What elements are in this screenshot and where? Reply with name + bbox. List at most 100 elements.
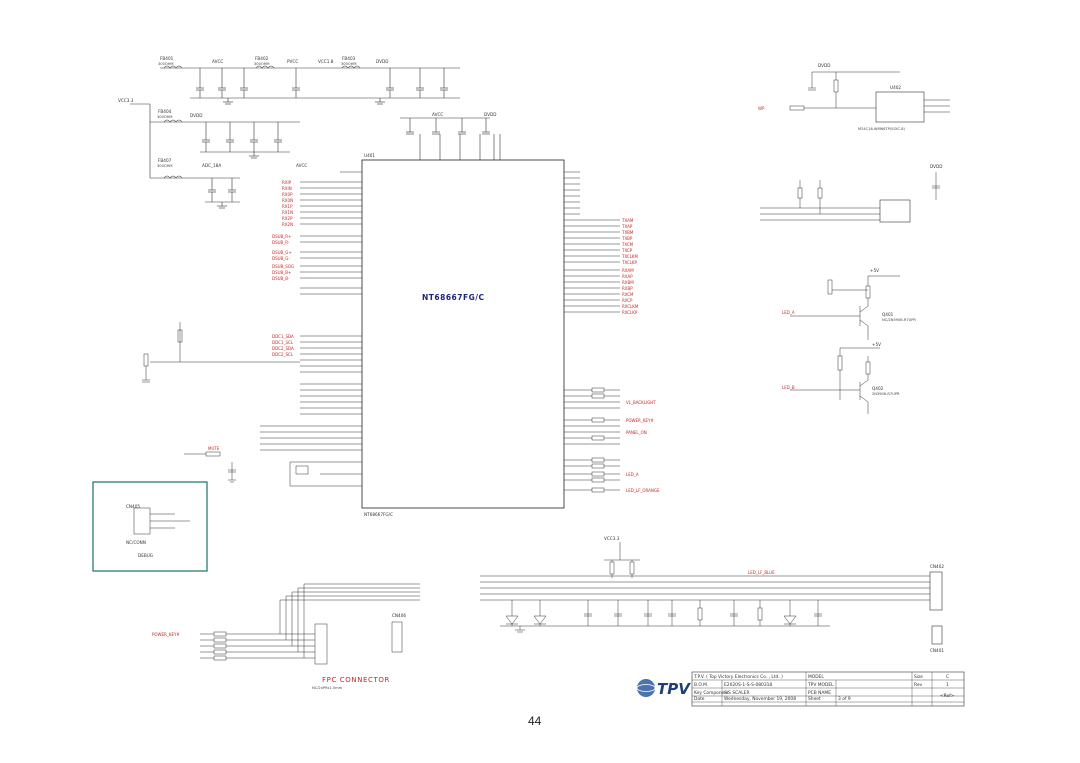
tb-size-label: Size: [914, 674, 923, 680]
net-dsub-r-plus: DSUB_R+: [272, 234, 291, 239]
tb-date-label: Date: [694, 696, 705, 702]
bottom-middle-section: [480, 542, 930, 633]
net-ddc1-sda: DDC1_SDA: [272, 334, 294, 339]
tb-ref-label: <Ref>: [940, 693, 955, 699]
dvdd-label-3: DVDD: [484, 112, 496, 117]
tb-model-label: MODEL: [808, 674, 824, 680]
fb407-label: FB407: [158, 158, 172, 163]
net-dsub-r-minus: DSUB_R-: [272, 240, 290, 245]
q401-ref: Q401: [882, 312, 894, 317]
tb-date-val: Wednesday, November 19, 2008: [724, 696, 796, 702]
tb-sheet-label: Sheet: [808, 696, 821, 702]
net-panel-on: PANEL_ON: [626, 430, 647, 435]
net-txbm: TXBM: [621, 230, 634, 235]
cn401-ref: CN401: [930, 648, 944, 653]
q401-part: NC/2N3906-R7UPR: [882, 318, 916, 322]
net-rxclkm: RXCLKM: [622, 304, 639, 309]
q402-transistor: [790, 347, 880, 414]
tb-rev-label: Rev: [914, 682, 923, 688]
net-dsub-b-minus: DSUB_B-: [272, 276, 290, 281]
net-rx1n: RX1N: [282, 210, 293, 215]
net-rx1p: RX1P: [282, 204, 293, 209]
net-ddc1-scl: DDC1_SCL: [272, 340, 294, 345]
right-resistors: [591, 387, 605, 493]
tb-key-label: Key Component: [694, 690, 729, 696]
cn401-connector: CN401: [930, 625, 944, 653]
fb402-value: 300OHM: [254, 62, 270, 66]
eeprom-wp-net: WP: [758, 106, 765, 111]
tb-size-val: C: [946, 674, 949, 680]
net-led-orange: LED_LF_ORANGE: [626, 488, 660, 493]
tb-bom-label: B.O.M.: [694, 682, 708, 688]
fb407-value: 300OHM: [157, 164, 173, 168]
cn406-ref: CN406: [392, 613, 406, 618]
q402-part: 2N3906-R7UPR: [872, 392, 900, 396]
cn402-ref: CN402: [930, 564, 944, 569]
net-rx0n: RX0N: [282, 198, 293, 203]
ic-part-below: NT68667FG/C: [364, 512, 393, 517]
tb-sheet-val: 3 of 9: [838, 696, 851, 702]
net-rxip: RXIP: [282, 180, 292, 185]
net-vl-backlight: VL_BACKLIGHT: [626, 400, 656, 405]
fb402-label: FB402: [255, 56, 269, 61]
vcc5-label-2: +5V: [872, 342, 881, 347]
left-net-labels: RXIP RXIN RX0P RX0N RX1P RX1N RX2P RX2N …: [208, 180, 294, 451]
vcc33-label-2: VCC3.3: [604, 536, 620, 541]
ic-left-pins: [260, 171, 362, 487]
dvdd-label-4: DVDD: [818, 63, 830, 68]
net-txam: TXAM: [621, 218, 634, 223]
net-led-a-right: LED_A: [782, 310, 795, 315]
fb403-label: FB403: [342, 56, 356, 61]
dvdd-label-1: DVDD: [376, 59, 388, 64]
net-rxap: RXAP: [622, 274, 633, 279]
vcc33-label: VCC3.3: [118, 98, 134, 103]
net-rx2p: RX2P: [282, 216, 293, 221]
net-rxcm: RXCM: [622, 292, 634, 297]
net-power-key-left: POWER_KEY#: [152, 632, 180, 637]
eeprom-ref: U402: [890, 85, 901, 90]
net-rx2n: RX2N: [282, 222, 293, 227]
q401-transistor: [790, 275, 900, 340]
net-txbp: TXBP: [621, 236, 633, 241]
fb404-value: 300OHM: [157, 115, 173, 119]
cn402-connector: CN402: [929, 564, 944, 611]
net-power-key: POWER_KEY#: [626, 418, 654, 423]
net-ddc2-sda: DDC2_SDA: [272, 346, 294, 351]
right-net-labels: TXAM TXAP TXBM TXBP TXCM TXCP TXCLKM TXC…: [621, 218, 660, 493]
net-rxbm: RXBM: [622, 280, 634, 285]
net-txcp: TXCP: [621, 248, 633, 253]
power-filter-section: [130, 65, 501, 209]
fpc-title: FPC CONNECTOR: [322, 676, 390, 684]
adc18-label: ADC_18A: [202, 163, 221, 168]
net-mute: MUTE: [208, 446, 220, 451]
debug-connector: CN405 NC/CONN DEBUG: [92, 481, 208, 572]
net-ddc2-scl: DDC2_SCL: [272, 352, 294, 357]
net-led-b: LED_B: [782, 385, 795, 390]
net-txcm: TXCM: [621, 242, 634, 247]
ic-ref: U401: [364, 153, 375, 158]
net-rxam: RXAM: [622, 268, 634, 273]
tpv-globe-icon: [637, 679, 655, 697]
cn405-part: NC/CONN: [126, 540, 146, 545]
fb404-label: FB404: [158, 109, 172, 114]
tb-tpv-model-label: TPV MODEL: [807, 682, 834, 688]
tpv-logo-text: TPV: [657, 680, 691, 698]
fpc-connector-block: [200, 583, 420, 665]
tb-pcb-label: PCB NAME: [808, 690, 831, 696]
avcc-label-3: AVCC: [432, 112, 443, 117]
net-dsub-g-plus: DSUB_G+: [272, 250, 292, 255]
page-number: 44: [528, 714, 542, 728]
debug-label: DEBUG: [138, 553, 153, 558]
tb-bom-val: E2020S-1-S-S-080318: [724, 682, 772, 688]
ic-part-label: NT68667FG/C: [422, 293, 485, 302]
fb401-value: 300OHM: [158, 62, 174, 66]
fpc-part: NC/2xP9x1.0mm: [312, 686, 343, 690]
fb401-label: FB401: [160, 56, 174, 61]
pvcc-label: PVCC: [287, 59, 298, 64]
avcc-label-2: AVCC: [296, 163, 307, 168]
eeprom-block: U402 M24C16-WMN6TP(SOIC-8) WP DVDD: [758, 63, 950, 131]
net-rxin: RXIN: [282, 186, 292, 191]
net-txclkp: TXCLKP: [621, 260, 638, 265]
main-ic: NT68667FG/C U401 NT68667FG/C: [361, 153, 565, 517]
